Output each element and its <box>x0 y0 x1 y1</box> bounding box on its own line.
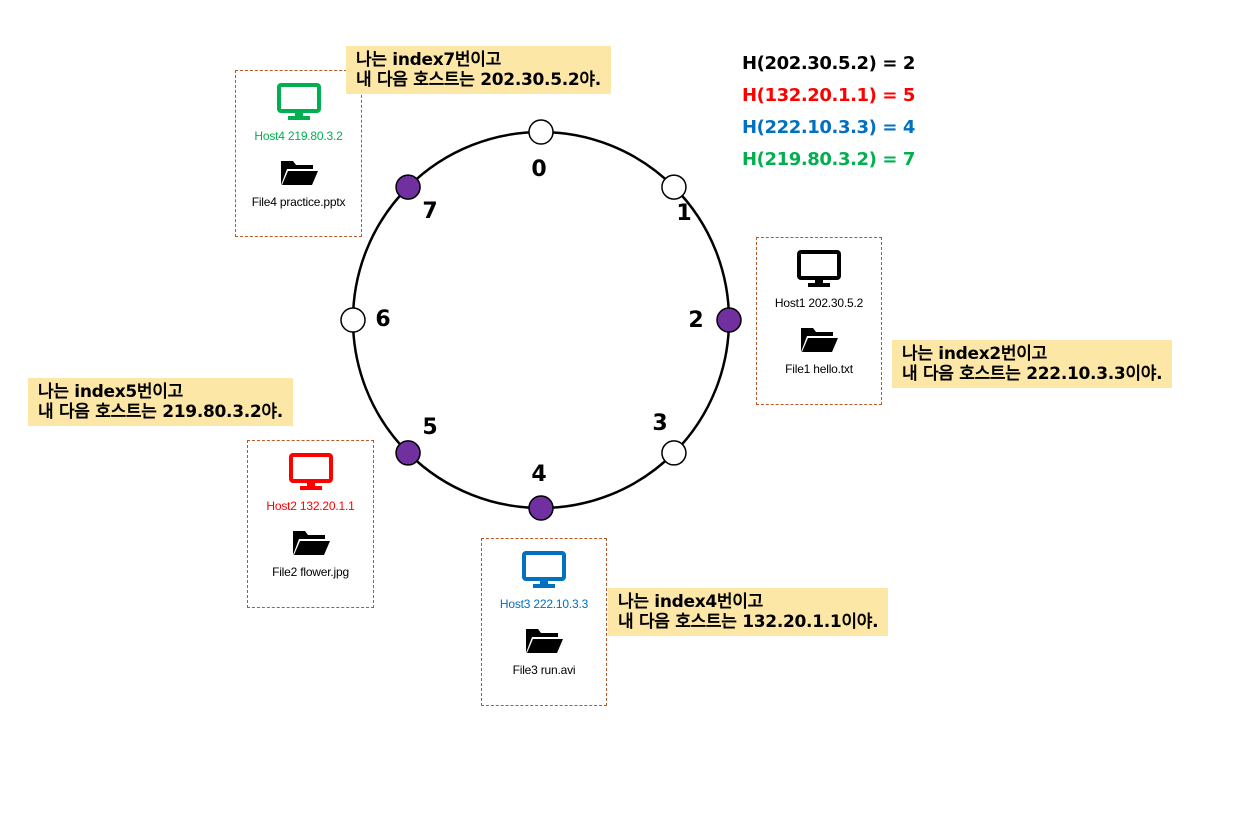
host2-label: Host2 132.20.1.1 <box>266 499 355 513</box>
hash-line-host1: H(202.30.5.2) = 2 <box>742 53 916 74</box>
note-index5-line1: 나는 index5번이고 <box>38 382 183 402</box>
host1-label: Host1 202.30.5.2 <box>774 296 864 310</box>
ring-node-label-2: 2 <box>688 308 703 333</box>
note-index7-line1: 나는 index7번이고 <box>356 50 501 70</box>
note-index2: 나는 index2번이고 내 다음 호스트는 222.10.3.3이야. <box>892 340 1173 388</box>
monitor-icon <box>797 250 841 287</box>
ring-node-0 <box>528 119 554 145</box>
note-index2-line2: 내 다음 호스트는 222.10.3.3이야. <box>902 364 1163 384</box>
ring-node-4 <box>528 495 554 521</box>
ring-node-label-6: 6 <box>375 307 390 332</box>
note-index5: 나는 index5번이고 내 다음 호스트는 219.80.3.2야. <box>28 378 293 426</box>
ring-node-3 <box>661 440 687 466</box>
note-index5-line2: 내 다음 호스트는 219.80.3.2야. <box>38 402 283 422</box>
host4-label: Host4 219.80.3.2 <box>254 129 343 143</box>
note-index2-line1: 나는 index2번이고 <box>902 344 1047 364</box>
ring-node-label-1: 1 <box>676 201 691 226</box>
host3-box: Host3 222.10.3.3 File3 run.avi <box>481 538 607 706</box>
hash-line-host3: H(222.10.3.3) = 4 <box>742 117 916 138</box>
ring-node-6 <box>340 307 366 333</box>
hash-line-host2: H(132.20.1.1) = 5 <box>742 85 916 106</box>
file3-label: File3 run.avi <box>512 663 576 677</box>
host4-box: Host4 219.80.3.2 File4 practice.pptx <box>235 70 362 237</box>
folder-icon <box>526 629 563 653</box>
note-index4-line2: 내 다음 호스트는 132.20.1.1이야. <box>618 612 879 632</box>
ring-node-1 <box>661 174 687 200</box>
ring-node-label-7: 7 <box>422 199 437 224</box>
hash-line-host4: H(219.80.3.2) = 7 <box>742 149 916 170</box>
note-index7-line2: 내 다음 호스트는 202.30.5.2야. <box>356 70 601 90</box>
ring-node-5 <box>395 440 421 466</box>
ring-node-label-0: 0 <box>531 157 546 182</box>
file1-label: File1 hello.txt <box>785 362 853 376</box>
ring-node-label-3: 3 <box>652 411 667 436</box>
folder-icon <box>292 531 330 555</box>
ring-node-2 <box>716 307 742 333</box>
monitor-icon <box>288 453 333 490</box>
ring-node-label-4: 4 <box>531 462 546 487</box>
file4-label: File4 practice.pptx <box>251 195 346 209</box>
note-index7: 나는 index7번이고 내 다음 호스트는 202.30.5.2야. <box>346 46 611 94</box>
hash-results: H(202.30.5.2) = 2 H(132.20.1.1) = 5 H(22… <box>742 48 915 176</box>
monitor-icon <box>276 83 321 120</box>
monitor-icon <box>522 551 566 588</box>
host2-box: Host2 132.20.1.1 File2 flower.jpg <box>247 440 374 608</box>
folder-icon <box>280 161 318 185</box>
folder-icon <box>801 328 838 352</box>
note-index4: 나는 index4번이고 내 다음 호스트는 132.20.1.1이야. <box>608 588 889 636</box>
ring-node-label-5: 5 <box>422 415 437 440</box>
ring-node-7 <box>395 174 421 200</box>
host3-label: Host3 222.10.3.3 <box>499 597 589 611</box>
host1-box: Host1 202.30.5.2 File1 hello.txt <box>756 237 882 405</box>
file2-label: File2 flower.jpg <box>272 565 349 579</box>
note-index4-line1: 나는 index4번이고 <box>618 592 763 612</box>
